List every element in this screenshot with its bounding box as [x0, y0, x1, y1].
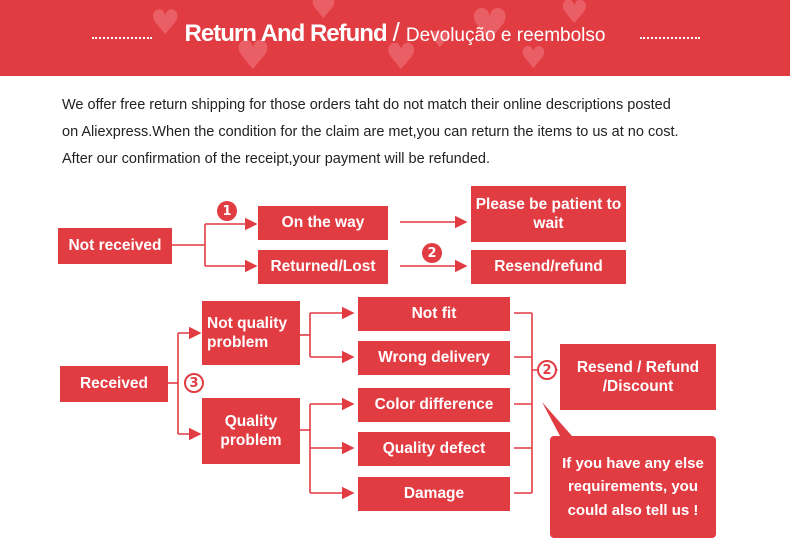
not-quality-problem-box: Not quality problem: [202, 301, 300, 365]
not-fit-label: Not fit: [411, 305, 457, 323]
resend-refund-discount-label: Resend / Refund /Discount: [576, 358, 700, 395]
quality-defect-box: Quality defect: [358, 432, 510, 466]
heart-icon: ♥: [430, 28, 450, 53]
color-difference-box: Color difference: [358, 388, 510, 422]
heart-icon: ♥: [310, 0, 337, 26]
quality-defect-label: Quality defect: [382, 440, 486, 458]
heart-icon: ♥: [560, 0, 589, 31]
step-2-badge-outline: 2: [537, 360, 557, 380]
heart-icon: ♥: [520, 41, 547, 76]
on-the-way-label: On the way: [281, 214, 365, 232]
not-received-label: Not received: [68, 237, 162, 255]
decorative-divider-right: [640, 37, 700, 41]
returned-lost-box: Returned/Lost: [258, 250, 388, 284]
please-wait-box: Please be patient to wait: [471, 186, 626, 242]
decorative-divider-left: [92, 37, 152, 41]
step-1-badge: 1: [217, 201, 237, 221]
returned-lost-label: Returned/Lost: [270, 258, 376, 276]
resend-refund-discount-box: Resend / Refund /Discount: [560, 344, 716, 410]
damage-box: Damage: [358, 477, 510, 511]
resend-refund-box: Resend/refund: [471, 250, 626, 284]
page-title: Return And Refund: [184, 20, 388, 47]
intro-text: We offer free return shipping for those …: [62, 92, 762, 173]
heart-icon: ♥: [150, 3, 181, 43]
received-box: Received: [60, 366, 168, 402]
intro-line: After our confirmation of the receipt,yo…: [62, 151, 490, 167]
heart-icon: ♥: [235, 33, 271, 76]
banner-title: Return And Refund/Devolução e reembolso: [0, 17, 790, 48]
please-wait-label: Please be patient to wait: [475, 195, 622, 232]
banner: ♥ ♥ ♥ ♥ ♥ ♥ ♥ ♥ Return And Refund/Devolu…: [0, 0, 790, 76]
wrong-delivery-box: Wrong delivery: [358, 341, 510, 375]
intro-line: on Aliexpress.When the condition for the…: [62, 124, 679, 140]
resend-refund-label: Resend/refund: [494, 258, 603, 276]
page-subtitle: Devolução e reembolso: [405, 25, 606, 46]
callout-pointer: [542, 402, 572, 436]
intro-line: We offer free return shipping for those …: [62, 97, 671, 113]
not-received-box: Not received: [58, 228, 172, 264]
received-label: Received: [79, 375, 149, 393]
step-2-badge: 2: [422, 243, 442, 263]
on-the-way-box: On the way: [258, 206, 388, 240]
damage-label: Damage: [403, 485, 465, 503]
heart-icon: ♥: [385, 37, 418, 76]
callout-text: If you have any else requirements, you c…: [562, 455, 704, 519]
step-3-badge: 3: [184, 373, 204, 393]
color-difference-label: Color difference: [374, 396, 494, 414]
callout-box: If you have any else requirements, you c…: [550, 436, 716, 538]
title-separator: /: [392, 17, 400, 47]
wrong-delivery-label: Wrong delivery: [378, 349, 490, 367]
quality-problem-box: Quality problem: [202, 398, 300, 464]
not-fit-box: Not fit: [358, 297, 510, 331]
not-quality-problem-label: Not quality problem: [207, 314, 288, 351]
quality-problem-label: Quality problem: [220, 412, 282, 449]
heart-icon: ♥: [470, 0, 510, 51]
